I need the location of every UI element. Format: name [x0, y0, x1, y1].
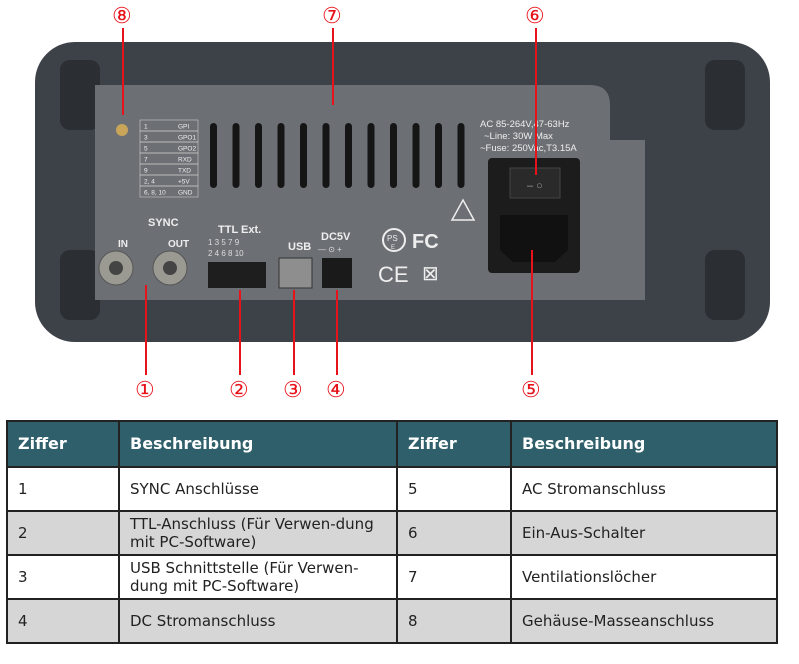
- ventilation-slots: [210, 123, 465, 188]
- callout-4: ④: [326, 377, 346, 402]
- pin-label: 2, 4: [144, 179, 155, 186]
- out-label: OUT: [168, 239, 189, 250]
- callout-7: ⑦: [322, 3, 342, 28]
- pin-label: 1: [144, 124, 148, 131]
- pin-label: RXD: [178, 157, 192, 164]
- in-label: IN: [118, 239, 128, 250]
- ac-power-socket[interactable]: [500, 215, 568, 262]
- pin-label: GND: [178, 190, 193, 197]
- usb-port[interactable]: [278, 257, 313, 289]
- pse-logo: [382, 228, 406, 252]
- dc-polarity: — ⊙ +: [318, 245, 342, 254]
- callout-8: ⑧: [112, 3, 132, 28]
- switch-symbols: – ○: [527, 180, 543, 192]
- vent-slot: [412, 123, 420, 188]
- callout-5: ⑤: [521, 377, 541, 402]
- pin-label: GPI: [178, 124, 189, 131]
- ttl-pins-bottom: 2 4 6 8 10: [208, 249, 244, 258]
- cell: DC Stromanschluss: [118, 598, 398, 644]
- pin-label: TXD: [178, 168, 191, 175]
- cell: AC Stromanschluss: [510, 466, 778, 512]
- ttl-connector[interactable]: [208, 262, 266, 288]
- cell: Gehäuse-Masseanschluss: [510, 598, 778, 644]
- cell: 3: [6, 554, 120, 600]
- vent-slot: [255, 123, 262, 188]
- cell: 4: [6, 598, 120, 644]
- header-ziffer: Ziffer: [6, 420, 120, 468]
- vent-slot: [345, 123, 352, 188]
- cell: Ein-Aus-Schalter: [510, 510, 778, 556]
- cell: SYNC Anschlüsse: [118, 466, 398, 512]
- pin-label: 6, 8, 10: [144, 190, 166, 197]
- vent-slot: [232, 123, 240, 188]
- cell: Ventilationslöcher: [510, 554, 778, 600]
- ground-terminal: [116, 124, 128, 136]
- cell: 7: [396, 554, 512, 600]
- pin-label: 9: [144, 168, 148, 175]
- pin-label: GPO2: [178, 146, 196, 153]
- vent-slot: [277, 123, 285, 188]
- pin-label: 3: [144, 135, 148, 142]
- vent-slot: [367, 123, 375, 188]
- pse-text: PS: [387, 234, 398, 243]
- sync-label: SYNC: [148, 217, 179, 229]
- callout-1: ①: [135, 377, 155, 402]
- dc-label: DC5V: [321, 231, 351, 243]
- fc-logo: FC: [412, 231, 439, 253]
- header-beschreibung: Beschreibung: [118, 420, 398, 468]
- ac-spec-1: AC 85-264V,47-63Hz: [480, 119, 570, 130]
- vent-slot: [435, 123, 442, 188]
- weee-icon: ⊠: [422, 263, 439, 285]
- ce-logo: CE: [378, 262, 409, 287]
- table-header-row: Ziffer Beschreibung Ziffer Beschreibung: [6, 420, 778, 468]
- warning-icon: [450, 198, 476, 221]
- header-ziffer-2: Ziffer: [396, 420, 512, 468]
- vent-slot: [300, 123, 307, 188]
- vent-slot: [457, 123, 465, 188]
- pin-label: +5V: [178, 179, 190, 186]
- cell: 6: [396, 510, 512, 556]
- cell: 8: [396, 598, 512, 644]
- callout-arrows: [122, 28, 537, 375]
- device-rear-panel-image: 1 GPI 3 GPO1 5 GPO2 7 RXD 9 TXD 2, 4 +5V 6, 8, 10 GND…: [35, 3, 770, 402]
- ttl-pins-top: 1 3 5 7 9: [208, 238, 240, 247]
- ac-spec-2: ~Line: 30W Max: [484, 131, 553, 142]
- callout-2: ②: [229, 377, 249, 402]
- pin-label: GPO1: [178, 135, 196, 142]
- pin-label: 5: [144, 146, 148, 153]
- cell: 1: [6, 466, 120, 512]
- dc-jack[interactable]: [322, 258, 352, 288]
- pin-table: 1 GPI 3 GPO1 5 GPO2 7 RXD 9 TXD 2, 4 +5V 6, 8, 10 GND: [139, 119, 199, 198]
- cell: 2: [6, 510, 120, 556]
- callout-3: ③: [283, 377, 303, 402]
- vent-slot: [210, 123, 217, 188]
- vent-slot: [322, 123, 330, 188]
- callout-6: ⑥: [525, 3, 545, 28]
- pse-e: E: [391, 245, 395, 251]
- cell: 5: [396, 466, 512, 512]
- usb-label: USB: [288, 241, 311, 253]
- cell: TTL-Anschluss (Für Verwen-dung mit PC-So…: [118, 510, 398, 556]
- ac-spec-3: ~Fuse: 250Vac,T3.15A: [480, 143, 577, 154]
- cell: USB Schnittstelle (Für Verwen-dung mit P…: [118, 554, 398, 600]
- connector-table: Ziffer Beschreibung Ziffer Beschreibung …: [6, 420, 778, 644]
- ttl-label: TTL Ext.: [218, 224, 261, 236]
- header-beschreibung-2: Beschreibung: [510, 420, 778, 468]
- pin-label: 7: [144, 157, 148, 164]
- vent-slot: [390, 123, 397, 188]
- pin-row: [139, 185, 199, 198]
